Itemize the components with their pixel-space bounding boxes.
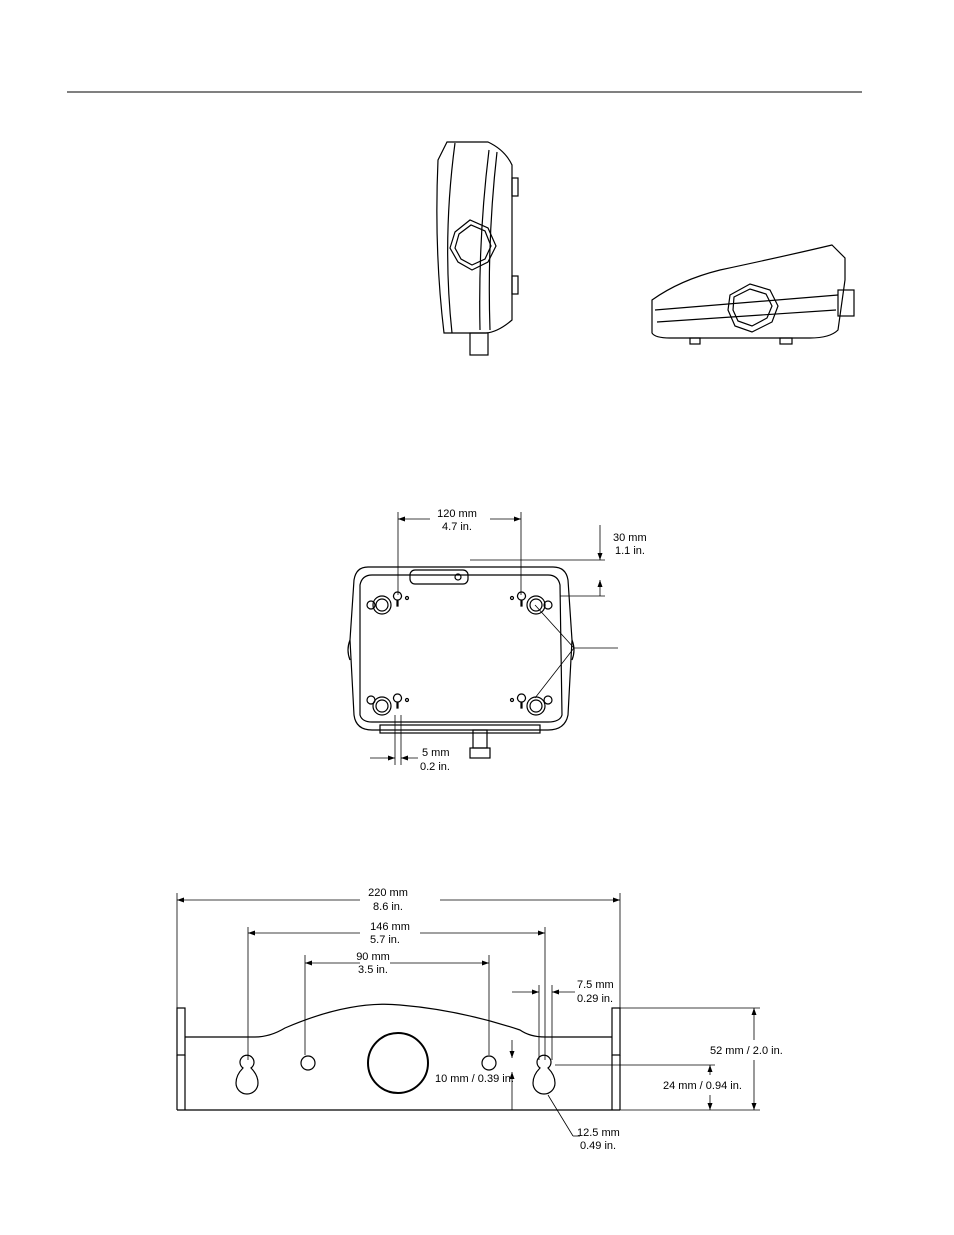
side-view-illustration	[437, 142, 518, 355]
keyhole-spacing-in: 5.7 in.	[370, 934, 400, 946]
side-offset-in: 0.2 in.	[420, 761, 450, 773]
top-offset-mm: 30 mm	[613, 532, 647, 544]
mounting-bracket-illustration	[177, 1004, 620, 1110]
keyhole-diameter-in: 0.49 in.	[580, 1140, 616, 1152]
hole-spacing-in: 3.5 in.	[358, 964, 388, 976]
back-view-illustration	[348, 567, 574, 758]
height-lower: 24 mm / 0.94 in.	[663, 1080, 742, 1092]
top-width-in: 4.7 in.	[442, 521, 472, 533]
hole-diameter: 10 mm / 0.39 in.	[435, 1073, 514, 1085]
height-total: 52 mm / 2.0 in.	[710, 1045, 783, 1057]
edge-offset-mm: 7.5 mm	[577, 979, 614, 991]
keyhole-diameter-mm: 12.5 mm	[577, 1127, 620, 1139]
back-view-dimensions	[370, 512, 618, 765]
overall-width-mm: 220 mm	[368, 887, 408, 899]
edge-offset-in: 0.29 in.	[577, 993, 613, 1005]
side-offset-mm: 5 mm	[422, 747, 450, 759]
hole-spacing-mm: 90 mm	[356, 951, 390, 963]
overall-width-in: 8.6 in.	[373, 901, 403, 913]
front-view-illustration	[652, 245, 854, 344]
top-width-mm: 120 mm	[437, 508, 477, 520]
bracket-dimensions	[177, 893, 760, 1136]
top-offset-in: 1.1 in.	[615, 545, 645, 557]
keyhole-spacing-mm: 146 mm	[370, 921, 410, 933]
